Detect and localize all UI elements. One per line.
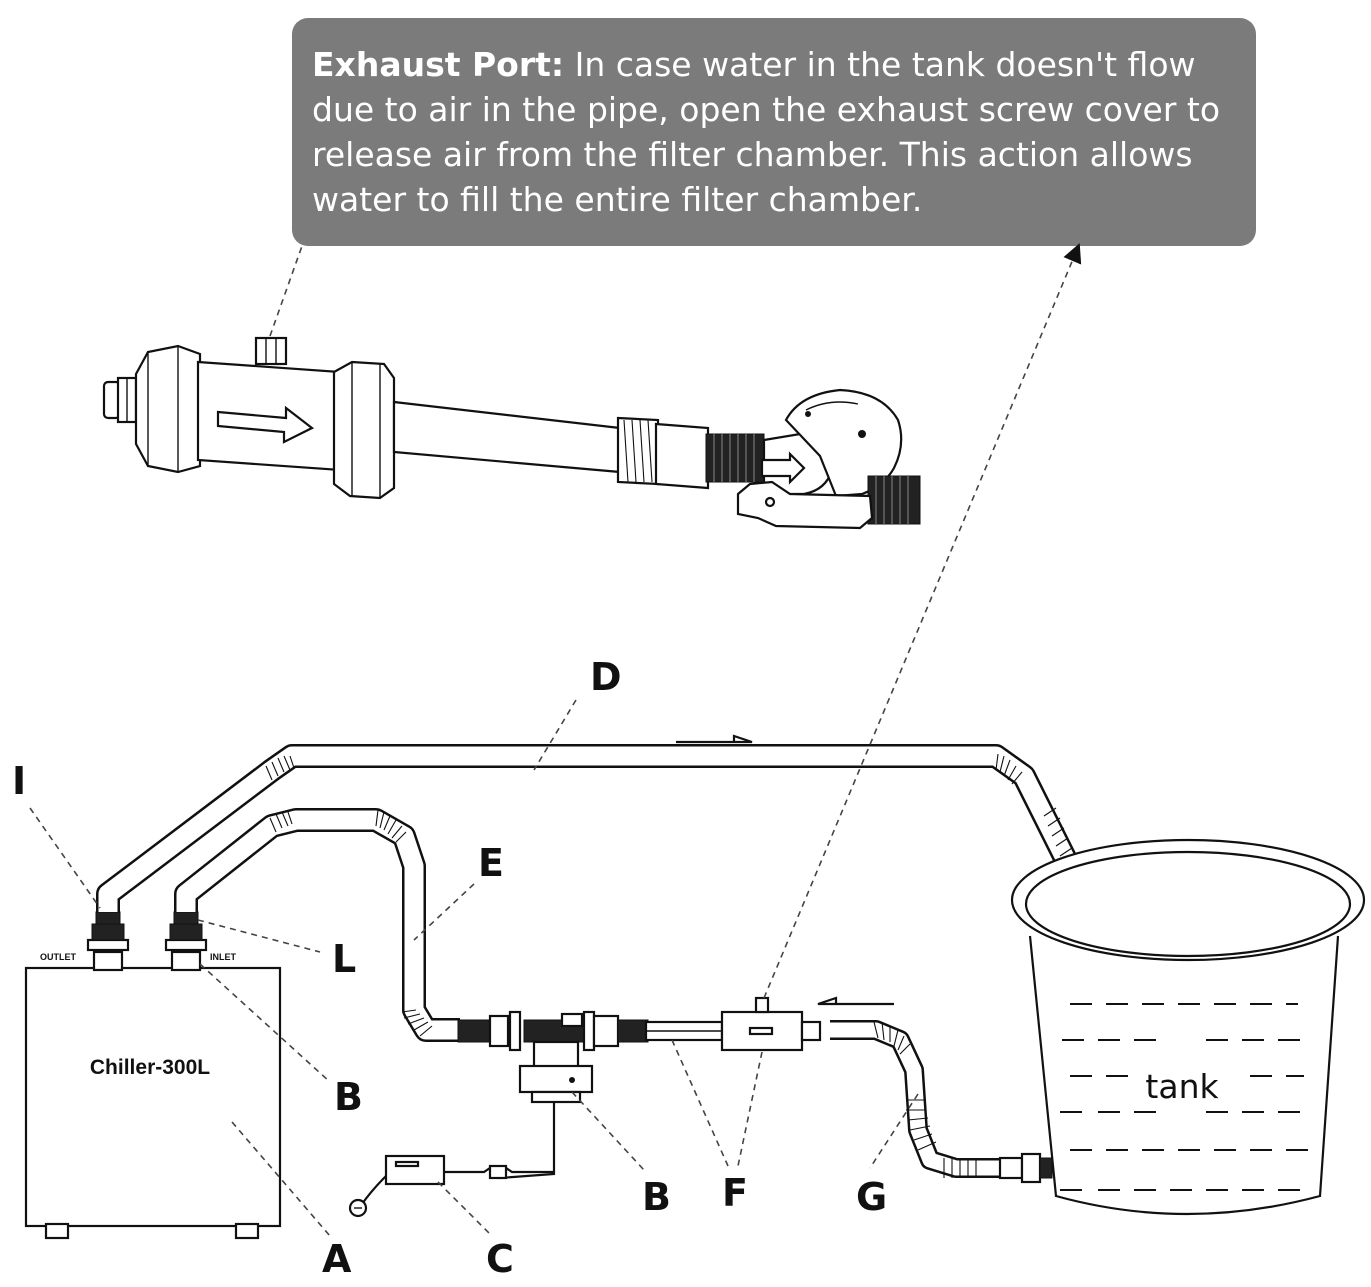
leader-lines	[29, 699, 919, 1237]
controller-box-icon	[384, 1154, 446, 1186]
chiller-body	[24, 966, 282, 1228]
exhaust-port-callout: Exhaust Port: In case water in the tank …	[292, 18, 1256, 246]
right-hex-nut-icon	[332, 360, 396, 500]
leader-c	[437, 1181, 493, 1237]
corrugated-coupling-icon	[616, 416, 660, 486]
chiller-foot-left	[44, 1222, 70, 1240]
water-pump-icon	[736, 388, 921, 530]
exhaust-arrow	[763, 243, 1082, 999]
leader-i	[29, 807, 101, 909]
outlet-port	[92, 950, 124, 972]
leader-e	[413, 883, 475, 941]
tank-body	[1028, 935, 1340, 1216]
leader-g	[869, 1093, 919, 1169]
label-i: I	[12, 759, 26, 803]
label-f: F	[722, 1171, 748, 1215]
small-exhaust-screw-icon	[754, 996, 770, 1014]
connecting-pipe	[392, 400, 622, 474]
leader-b2	[571, 1091, 645, 1171]
leader-f1	[671, 1039, 729, 1167]
chiller-foot-right	[234, 1222, 260, 1240]
leader-l	[197, 919, 321, 953]
filter-pump-assembly	[102, 336, 921, 530]
inlet-label: INLET	[210, 952, 237, 962]
tank-rim	[1010, 838, 1366, 962]
leader-f2	[737, 1051, 763, 1167]
water-tank: tank	[1010, 838, 1366, 1216]
pipe-f	[644, 1020, 724, 1042]
leader-b1	[199, 963, 331, 1083]
label-c: C	[486, 1237, 514, 1281]
exhaust-leader	[269, 245, 303, 337]
middle-fittings	[457, 1010, 649, 1180]
flow-arrow-d-icon	[676, 734, 753, 744]
inlet-nut-icon	[169, 923, 203, 941]
label-b2: B	[642, 1175, 671, 1219]
label-d: D	[590, 655, 622, 699]
threaded-section-icon	[705, 433, 765, 483]
inline-filter-f	[720, 996, 822, 1052]
label-a: A	[322, 1237, 352, 1281]
exhaust-screw-icon	[254, 336, 288, 366]
tank-name: tank	[1145, 1067, 1219, 1106]
power-controller-c	[348, 1154, 554, 1218]
chiller-name: Chiller-300L	[90, 1056, 210, 1079]
callout-label: Exhaust Port:	[312, 45, 565, 84]
flow-arrow-g-icon	[817, 996, 894, 1006]
hose-e	[174, 808, 460, 1042]
chiller-unit: Chiller-300L OUTLET INLET	[24, 911, 282, 1240]
hose-g	[830, 1020, 1053, 1184]
outlet-nut-icon	[91, 923, 125, 941]
uv-ballast-icon	[518, 1064, 594, 1094]
pipe-sleeve	[654, 422, 710, 490]
water-level-lines	[1060, 1003, 1308, 1191]
outlet-label: OUTLET	[40, 952, 76, 962]
leader-a	[231, 1121, 331, 1237]
label-e: E	[478, 841, 504, 885]
label-g: G	[856, 1175, 887, 1219]
hose-barb-icon	[102, 376, 138, 424]
label-b1: B	[334, 1075, 363, 1119]
inlet-port	[170, 950, 202, 972]
left-hex-nut-icon	[134, 344, 202, 474]
leader-d	[533, 699, 577, 771]
flow-arrow-icon	[216, 405, 315, 444]
label-l: L	[332, 937, 356, 981]
callout-text: In case water in the tank doesn't flow d…	[312, 45, 1221, 219]
